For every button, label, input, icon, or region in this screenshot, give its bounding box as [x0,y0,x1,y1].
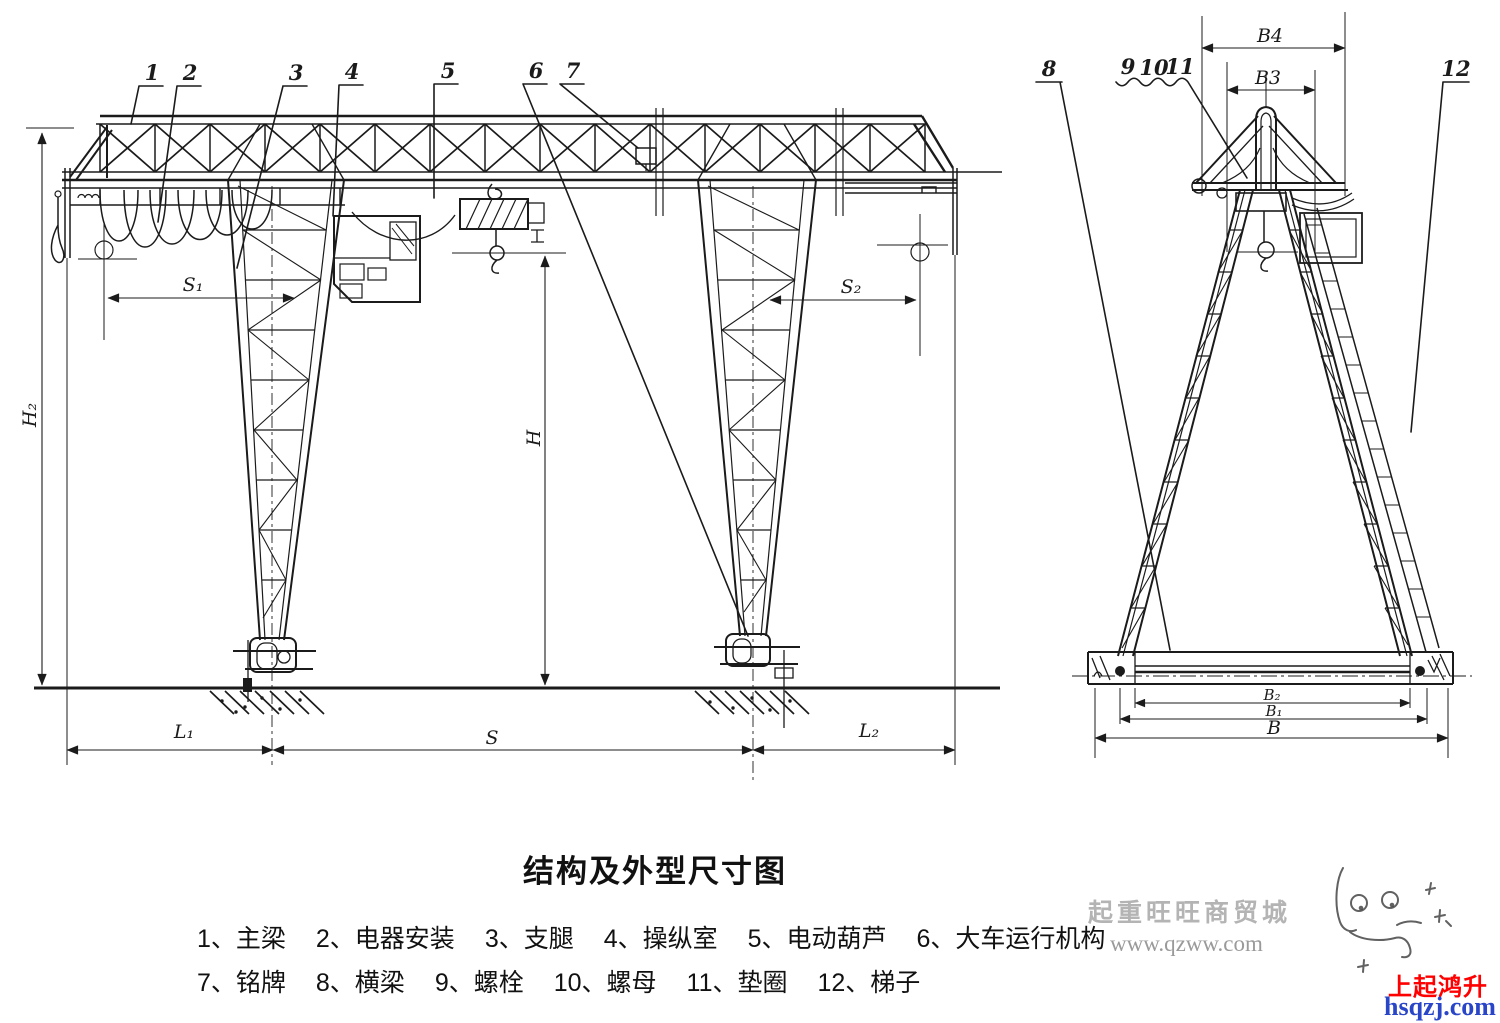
dim-label-s: S [485,727,498,749]
legend-item: 1、主梁 [197,925,286,953]
structure-drawing: H₂ H S₁ S₂ L₁ [19,12,1472,783]
legend-item: 11、垫圈 [686,969,788,997]
dim-label-h2: H₂ [19,403,41,428]
side-view: B4 B3 B₂ B₁ B 8 9 10 [1035,12,1472,758]
dim-b: B [1094,688,1449,758]
dim-label-h: H [523,429,545,447]
side-callouts: 8 9 10 11 12 [1035,54,1471,651]
ground [34,686,1000,715]
left-leg-truss [227,179,345,765]
side-right-leg [1278,189,1413,657]
dim-b3: B3 [1226,62,1316,252]
callout-4: 4 [345,59,360,84]
legend-item: 12、梯子 [817,969,921,997]
front-view: H₂ H S₁ S₂ L₁ [19,58,1002,783]
side-trolley-hook [1235,192,1363,272]
legend-item: 5、电动葫芦 [747,925,887,953]
cable-coil [77,193,100,199]
legend-item: 6、大车运行机构 [916,925,1106,953]
callout-10: 10 [1139,55,1169,80]
legend-item: 7、铭牌 [197,969,286,997]
nameplate [635,147,657,171]
end-hook [50,190,65,264]
callout-7: 7 [566,58,581,83]
dim-label-s2: S₂ [841,276,862,298]
dim-label-b: B [1266,717,1281,739]
dim-h: H [523,255,550,686]
legend-row-1: 1、主梁 2、电器安装 3、支腿 4、操纵室 5、电动葫芦 6、大车运行机构 [197,919,1105,955]
bottom-cross-beam [1072,651,1472,685]
ladder [1303,207,1440,653]
legend-item: 8、横梁 [315,969,405,997]
watermark-shop-name: 起重旺旺商贸城 [1088,899,1292,927]
dim-label-b2: B₂ [1262,686,1280,704]
dim-label-b1: B₁ [1264,702,1282,720]
front-callouts: 1 2 3 4 5 6 7 [130,58,749,637]
left-travel-truck [233,637,316,702]
callout-11: 11 [1165,54,1194,79]
callout-3: 3 [289,60,304,85]
doodle-watermark [1335,867,1452,973]
drawing-title: 结构及外型尺寸图 [523,854,787,889]
dim-label-s1: S₁ [183,274,204,296]
side-left-leg [1117,189,1254,657]
callout-8: 8 [1041,56,1057,81]
legend-item: 4、操纵室 [603,925,718,953]
callout-6: 6 [529,58,544,83]
festoon-cables [99,189,273,248]
callout-2: 2 [182,60,198,85]
callout-12: 12 [1441,56,1470,81]
dim-label-l1: L₁ [173,721,194,743]
legend-row-2: 7、铭牌 8、横梁 9、螺栓 10、螺母 11、垫圈 12、梯子 [197,963,920,999]
ibeam-mark [531,229,544,243]
callout-9: 9 [1121,54,1136,79]
dim-label-b4: B4 [1256,25,1283,47]
dim-label-l2: L₂ [858,720,879,742]
girder-cross-section [1191,76,1348,199]
operator-cab [333,215,421,303]
dim-b2: B₂ [1134,686,1411,708]
right-leg-truss [697,179,817,783]
callout-1: 1 [145,60,160,85]
watermark-brand-name: 上起鸿升 [1388,974,1488,1001]
legend-item: 10、螺母 [553,969,657,997]
main-girder-truss [62,108,1002,258]
cab-hoist-cable [351,211,456,241]
dim-h2: H₂ [19,127,74,686]
legend-item: 9、螺栓 [434,969,524,997]
legend-item: 2、电器安装 [315,925,455,953]
watermark-brand-url: hsqzj.com [1384,992,1496,1021]
dim-b1: B₁ [1119,688,1428,724]
right-travel-truck [714,633,800,728]
callout-5: 5 [441,58,456,83]
legend-item: 3、支腿 [484,925,574,953]
dim-s2: S₂ [769,214,948,356]
dim-bottom-row: L₁ S L₂ [66,255,956,765]
electric-hoist [452,183,566,274]
dim-s1: S₁ [78,222,295,340]
dim-label-b3: B3 [1254,67,1281,89]
watermark-shop-url: www.qzww.com [1110,931,1263,956]
